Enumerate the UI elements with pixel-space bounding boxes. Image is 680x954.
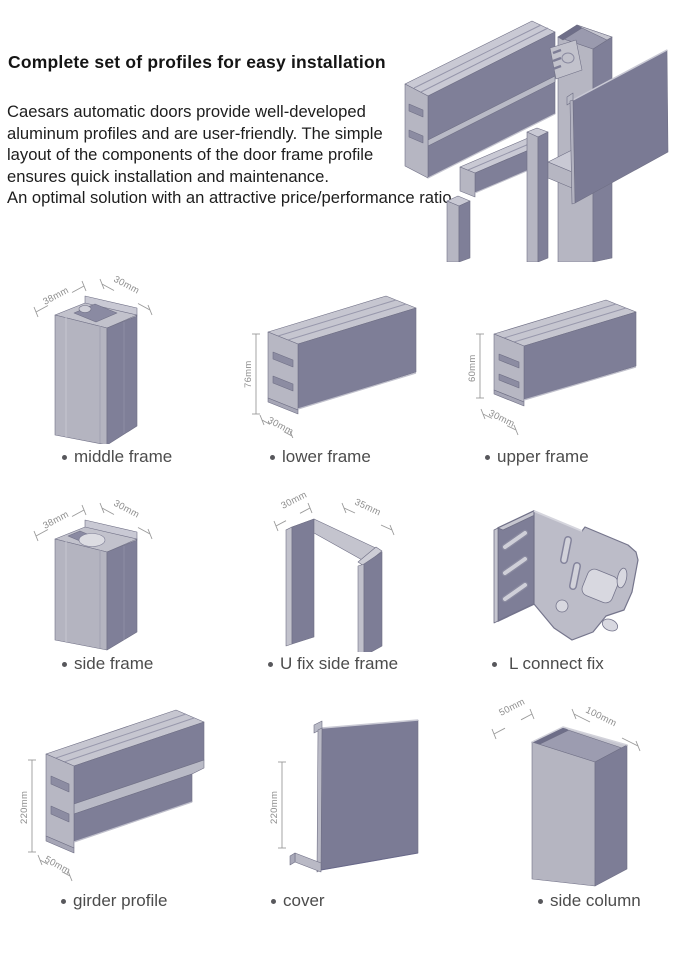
profile-card-girder-profile: 220mm 50mm girder profile [14, 702, 219, 914]
profile-card-u-fix-side-frame: 30mm 35mm U fix side frame [252, 482, 432, 677]
side-frame-illustration: 38mm 30mm [33, 498, 153, 651]
profile-card-cover: 220mm cover [252, 712, 442, 912]
profile-caption: lower frame [270, 447, 371, 467]
dimension-label: 50mm [497, 696, 527, 718]
intro-line: Caesars automatic doors provide well-dev… [7, 102, 366, 121]
profile-caption: girder profile [61, 891, 168, 911]
profile-label: side column [550, 891, 641, 910]
profile-caption: upper frame [485, 447, 589, 467]
bullet-icon [492, 661, 497, 667]
upper-frame-illustration: 60mm 30mm [467, 299, 637, 436]
dimension-label: 30mm [112, 274, 142, 297]
profile-card-side-column: 50mm 100mm side column [478, 690, 678, 914]
dimension-label: 30mm [112, 498, 142, 521]
page-title: Complete set of profiles for easy instal… [8, 52, 386, 72]
u-fix-side-frame-illustration: 30mm 35mm [273, 489, 395, 652]
profile-card-l-connect-fix: L connect fix [478, 492, 658, 677]
girder-profile-illustration: 220mm 50mm [19, 709, 205, 882]
intro-line: layout of the components of the door fra… [7, 145, 374, 164]
profile-card-upper-frame: 60mm 30mm upper frame [448, 298, 643, 470]
dimension-label: 100mm [584, 705, 619, 729]
profile-label: girder profile [73, 891, 168, 910]
profile-label: cover [283, 891, 325, 910]
bullet-icon [62, 661, 67, 667]
dimension-label: 30mm [487, 408, 517, 430]
bullet-icon [270, 454, 275, 460]
side-column-illustration: 50mm 100mm [491, 696, 641, 887]
profile-caption: cover [271, 891, 325, 911]
dimension-label: 220mm [19, 791, 30, 824]
dimension-label: 220mm [269, 791, 280, 824]
profile-label: lower frame [282, 447, 371, 466]
profile-card-lower-frame: 76mm 30mm lower frame [240, 288, 430, 468]
lower-frame-illustration: 76mm 30mm [243, 295, 417, 438]
bullet-icon [271, 898, 276, 904]
middle-frame-illustration: 38mm 30mm [33, 274, 153, 444]
dimension-label: 35mm [353, 497, 383, 519]
profile-label: upper frame [497, 447, 589, 466]
profile-caption: middle frame [62, 447, 172, 467]
bullet-icon [61, 898, 66, 904]
profile-caption: L connect fix [492, 654, 604, 674]
profile-label: middle frame [74, 447, 173, 466]
bullet-icon [268, 661, 273, 667]
cover-illustration: 220mm [269, 719, 419, 873]
profile-label: side frame [74, 654, 154, 673]
bullet-icon [538, 898, 543, 904]
profile-caption: side frame [62, 654, 153, 674]
profile-label: L connect fix [509, 654, 604, 673]
bullet-icon [62, 454, 67, 460]
profile-card-middle-frame: 38mm 30mm middle frame [28, 258, 213, 473]
profile-card-side-frame: 38mm 30mm side frame [28, 482, 213, 677]
dimension-label: 76mm [243, 360, 254, 388]
profile-caption: side column [538, 891, 641, 911]
dimension-label: 38mm [41, 285, 71, 308]
l-connect-fix-illustration [493, 510, 639, 641]
dimension-label: 38mm [41, 509, 71, 532]
dimension-label: 30mm [279, 489, 309, 511]
bullet-icon [485, 454, 490, 460]
dimension-label: 50mm [43, 854, 72, 877]
intro-line: aluminum profiles and are user-friendly.… [7, 123, 383, 143]
intro-paragraph: Caesars automatic doors provide well-dev… [7, 101, 456, 209]
profile-label: U fix side frame [280, 654, 399, 673]
profile-caption: U fix side frame [268, 654, 398, 674]
exploded-assembly-illustration [404, 20, 669, 262]
dimension-label: 60mm [467, 354, 478, 382]
dimension-label: 30mm [266, 415, 296, 438]
intro-line: ensures quick installation and maintenan… [7, 166, 329, 186]
intro-line: An optimal solution with an attractive p… [7, 188, 457, 207]
